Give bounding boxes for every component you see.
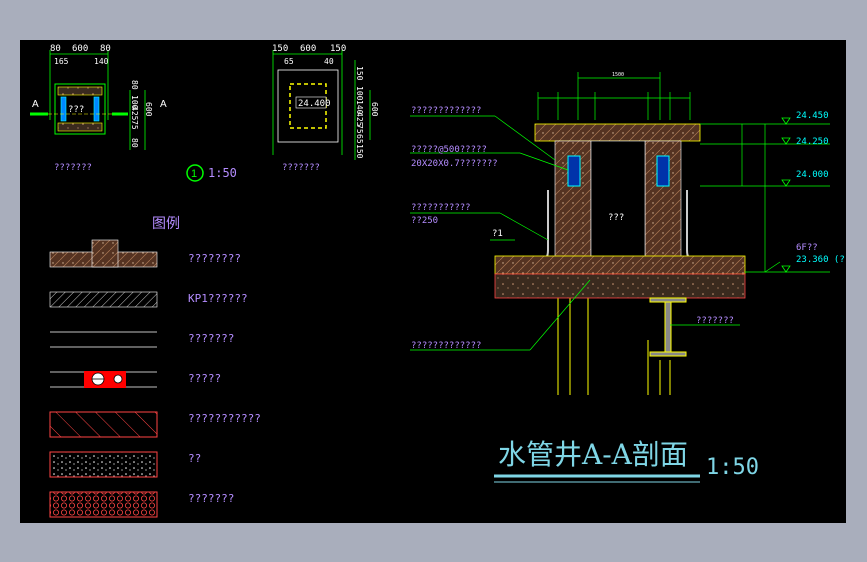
plan-left-dim-right-2: 425 — [130, 106, 139, 121]
section-elevation-triangles — [781, 117, 791, 273]
legend-swatch-0 — [49, 239, 158, 268]
legend-label-3: ????? — [188, 372, 221, 385]
plan-left-dim-top-2: 80 — [100, 44, 111, 54]
plan-right-dim-right-total: 600 — [370, 102, 379, 117]
plan-left-dim-top2-0: 165 — [54, 57, 69, 66]
plan-left-dim-right: 80 100 425 75 80 600 — [130, 80, 153, 148]
plan-right-dim-right-0: 150 — [355, 66, 364, 81]
section-shaft-void — [590, 140, 646, 275]
plan-left-center-label: ??? — [68, 105, 84, 115]
plan-right-caption: ??????? — [282, 163, 320, 173]
plan-left-dim-right-0: 80 — [130, 80, 139, 90]
section-floor-slab — [494, 255, 746, 275]
section-callout-3: ??????????? — [411, 203, 471, 213]
section-aa: 1500 ??? — [410, 72, 846, 483]
legend-swatch-4 — [49, 411, 158, 438]
plan-left-dim-top-1: 600 — [72, 44, 88, 54]
plan-right-dim-top2-1: 40 — [324, 57, 334, 66]
plan-right-elevation: 24.400 — [298, 99, 331, 109]
section-elevation-lines — [700, 123, 830, 273]
section-flashing-left — [498, 190, 549, 261]
section-title: 水管井A-A剖面 — [498, 438, 688, 471]
section-callout-1: ?????@500????? — [411, 145, 487, 155]
plan-right-outer-wall — [277, 69, 339, 143]
legend-label-1: KP1?????? — [188, 292, 248, 305]
plan-left-dim-top-0: 80 — [50, 44, 61, 54]
section-louvre-left — [567, 155, 581, 187]
plan-left-pipe-right — [93, 96, 100, 122]
plan-left-dim-top2-1: 140 — [94, 57, 109, 66]
plan-left-dim-right-4: 80 — [130, 138, 139, 148]
plan-right-dim-top-1: 600 — [300, 44, 316, 54]
section-callout-2: 20X20X0.7??????? — [411, 159, 498, 169]
section-elevation-0: 24.450 — [796, 111, 829, 121]
plan-left-dimensions — [49, 50, 146, 150]
section-inner-label: ??? — [608, 213, 624, 223]
plan-right-dim-right-2: 140 — [355, 100, 364, 115]
plan-left-pipe-left — [60, 96, 67, 122]
legend-label-0: ???????? — [188, 252, 241, 265]
cad-drawing: 80 600 80 165 140 ??? A A 80 100 425 75 … — [30, 44, 846, 518]
section-dim-top-total: 1500 — [612, 72, 624, 78]
plan-left-dim-right-total: 600 — [144, 102, 153, 117]
scale-marker: 1 1:50 — [186, 164, 237, 182]
section-callout-4: ??250 — [411, 216, 438, 226]
plan-right: 150 600 150 65 40 24.400 150 100 140 425… — [272, 44, 379, 173]
plan-right-dim-top2-0: 65 — [284, 57, 294, 66]
plan-right-elev-box — [295, 96, 327, 109]
scale-marker-scale: 1:50 — [208, 166, 237, 180]
section-scale: 1:50 — [706, 455, 759, 480]
section-flashing-right — [686, 190, 738, 261]
plan-left-top-slab — [57, 86, 103, 96]
legend-swatch-1 — [49, 291, 158, 308]
legend-swatch-5 — [49, 451, 158, 478]
plan-left: 80 600 80 165 140 ??? A A 80 100 425 75 … — [30, 44, 167, 173]
plan-right-dim-right-6: 150 — [355, 144, 364, 159]
scale-marker-number: 1 — [191, 168, 197, 180]
cad-drawing-canvas[interactable]: 80 600 80 165 140 ??? A A 80 100 425 75 … — [20, 40, 846, 523]
legend-swatch-2 — [50, 331, 157, 348]
legend: 图例 ???????? KP1?????? ??????? ????? ???? — [49, 215, 261, 518]
plan-right-dim-top-0: 150 — [272, 44, 288, 54]
legend-label-5: ?? — [188, 452, 201, 465]
legend-label-4: ??????????? — [188, 412, 261, 425]
plan-left-bottom-slab — [57, 122, 103, 132]
section-left-mark: ?1 — [492, 229, 503, 239]
section-right-label: ??????? — [696, 316, 734, 326]
plan-left-outer-wall — [54, 83, 106, 135]
plan-left-dim-right-1: 100 — [130, 95, 139, 110]
section-elevation-3-prefix: 6F?? — [796, 243, 818, 253]
plan-right-dim-right-4: 75 — [355, 124, 364, 134]
plan-right-dim-right-5: 65 — [355, 134, 364, 144]
section-elevation-3: 23.360 (?) — [796, 255, 846, 265]
legend-label-2: ??????? — [188, 332, 234, 345]
section-mark-right: A — [160, 99, 167, 110]
scale-marker-circle — [186, 164, 204, 182]
section-dim-top — [537, 72, 691, 120]
section-pipes — [557, 298, 671, 395]
section-callout-0: ????????????? — [411, 106, 481, 116]
legend-swatch-3 — [50, 371, 157, 388]
plan-left-dim-right-3: 75 — [130, 120, 139, 130]
legend-swatch-6 — [49, 491, 158, 518]
plan-right-dim-right-1: 100 — [355, 86, 364, 101]
section-elevation-1: 24.250 — [796, 137, 829, 147]
plan-left-caption: ??????? — [54, 163, 92, 173]
legend-label-6: ??????? — [188, 492, 234, 505]
plan-right-dim-right-3: 425 — [355, 112, 364, 127]
section-leaders — [410, 115, 740, 351]
section-structure-slab — [494, 273, 746, 299]
section-steel-beam — [649, 297, 687, 357]
section-callout-5: ????????????? — [411, 341, 481, 351]
section-louvre-right — [656, 155, 670, 187]
plan-right-dim-top-2: 150 — [330, 44, 346, 54]
section-roof-slab — [534, 123, 701, 142]
legend-title: 图例 — [152, 215, 180, 231]
section-mark-left: A — [32, 99, 39, 110]
section-elevation-2: 24.000 — [796, 170, 829, 180]
